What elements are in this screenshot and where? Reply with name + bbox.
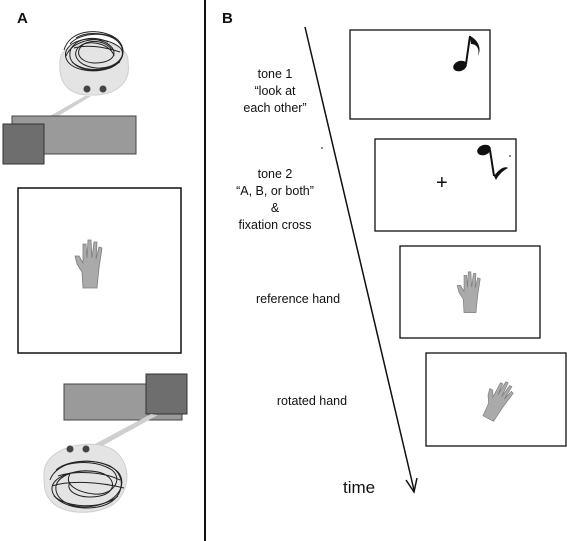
- panel-a-label: A: [17, 10, 28, 27]
- top-head-right-eye: [99, 85, 107, 93]
- caption-line: reference hand: [255, 292, 341, 306]
- caption-line: “A, B, or both”: [236, 184, 314, 198]
- frame-tone2: [374, 138, 517, 232]
- top-head-hair-scribble: [63, 31, 124, 72]
- caption-reference-hand: reference hand: [243, 291, 353, 308]
- caption-tone1: tone 1 “look at each other”: [225, 66, 325, 117]
- frame-tone2-music-note-icon: [477, 144, 511, 180]
- time-arrow-head: [405, 477, 418, 494]
- caption-line: tone 1: [257, 67, 293, 81]
- top-head-left-eye: [83, 85, 91, 93]
- top-participant-head: [59, 31, 129, 96]
- caption-rotated-hand: rotated hand: [262, 393, 362, 410]
- caption-line: tone 2: [257, 167, 293, 181]
- bottom-hand-box: [145, 373, 188, 415]
- caption-line: each other”: [243, 101, 307, 115]
- time-label: time: [343, 478, 376, 497]
- caption-line: “look at: [254, 84, 296, 98]
- caption-line: rotated hand: [276, 394, 348, 408]
- shared-screen-frame: [17, 187, 182, 354]
- time-arrow-line: [304, 26, 415, 491]
- frame-tone1: [349, 29, 491, 120]
- top-hand-box: [2, 123, 45, 165]
- panel-b-label: B: [222, 10, 233, 27]
- caption-tone2: tone 2 “A, B, or both” & fixation cross: [222, 166, 328, 234]
- bottom-head-right-eye: [82, 445, 90, 453]
- bottom-head-left-eye: [66, 445, 74, 453]
- caption-line: &: [270, 201, 280, 215]
- bottom-head-hair-scribble: [49, 460, 125, 509]
- bottom-participant-head: [43, 443, 128, 513]
- caption-line: fixation cross: [238, 218, 312, 232]
- fixation-cross: +: [436, 172, 448, 194]
